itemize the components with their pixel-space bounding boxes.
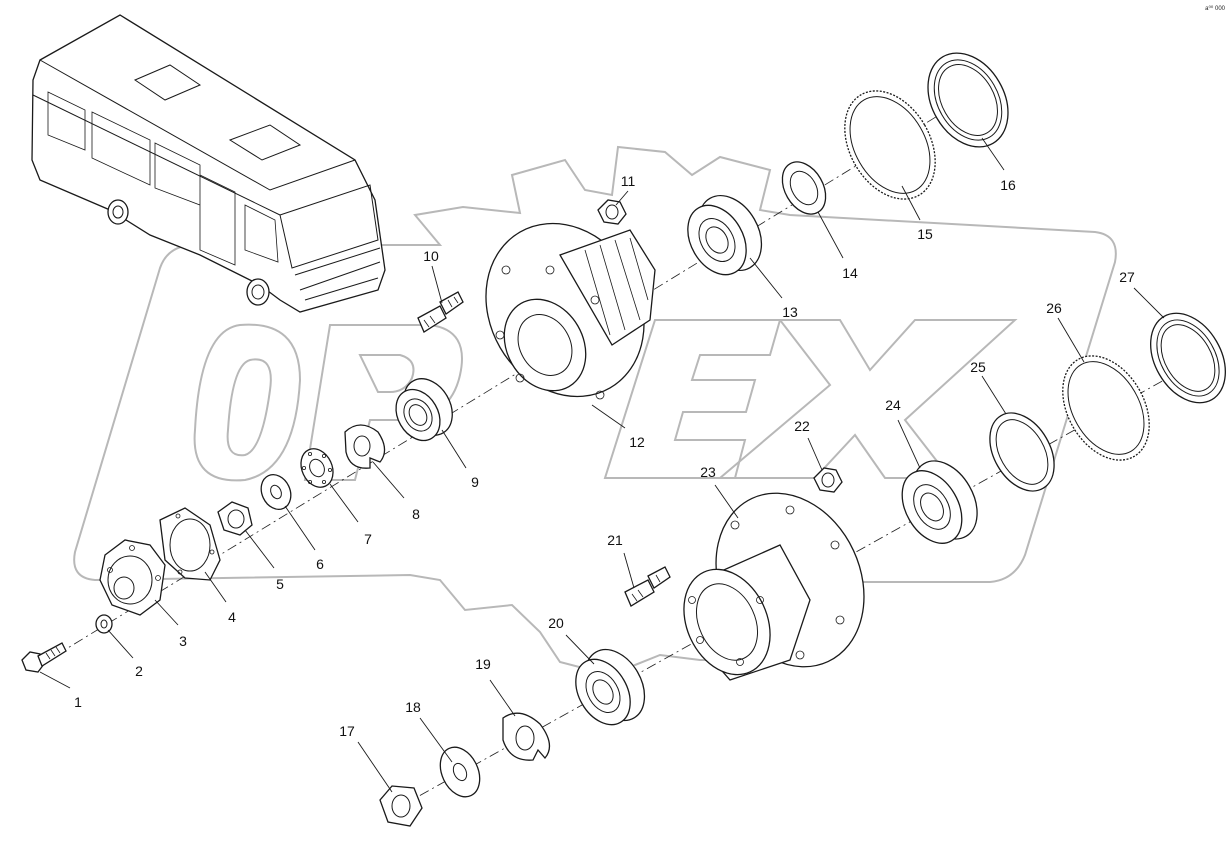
corner-code: a⁰⁰ 000	[1205, 5, 1225, 12]
callout-23: 23	[700, 464, 716, 480]
callout-18: 18	[405, 699, 421, 715]
bus-front-grille	[294, 247, 381, 301]
part-4-gasket	[159, 507, 221, 581]
part-25-seal	[989, 412, 1055, 492]
callout-labels: 1 2 3 4 5 6 7 8 9 10 11 12 13 14 15 16 1…	[74, 173, 1135, 739]
part-15-toothed-ring	[844, 90, 936, 200]
watermark-gear-outline	[73, 145, 1117, 677]
bus-rear-wheel-hub-inner	[112, 205, 124, 219]
bus-body	[31, 14, 386, 313]
part-17-nut	[379, 785, 423, 827]
part-7-lock-washer	[300, 448, 334, 488]
callout-12: 12	[629, 434, 645, 450]
callout-17: 17	[339, 723, 355, 739]
part-27-seal-ring	[1150, 312, 1226, 404]
part-2-washer	[95, 614, 113, 634]
callout-7: 7	[364, 531, 372, 547]
part-14-seal	[781, 161, 827, 215]
part-23-hub	[683, 492, 865, 681]
bus-rear-wheel-hub	[107, 199, 129, 225]
part-5-nut	[217, 501, 253, 536]
callout-10: 10	[423, 248, 439, 264]
callout-14: 14	[842, 265, 858, 281]
part-12-hub	[485, 222, 656, 400]
bus-front-wheel-hub	[246, 278, 270, 306]
part-26-toothed-ring	[1062, 355, 1150, 461]
callout-6: 6	[316, 556, 324, 572]
watermark-letter-o	[193, 323, 302, 482]
watermark-letter-x	[717, 319, 1018, 479]
bus-side-line	[32, 94, 281, 216]
callout-20: 20	[548, 615, 564, 631]
part-11-nut	[597, 199, 627, 225]
leader-lines	[39, 137, 1165, 793]
callout-9: 9	[471, 474, 479, 490]
bus-icon	[31, 14, 386, 313]
bus-windows	[47, 91, 279, 266]
bus-roof-hatch-front	[228, 124, 302, 161]
part-9-bearing	[395, 378, 453, 442]
part-10-stud	[417, 291, 464, 333]
part-18-washer	[439, 746, 481, 798]
callout-22: 22	[794, 418, 810, 434]
part-1-bolt	[21, 642, 67, 673]
callout-2: 2	[135, 663, 143, 679]
callout-3: 3	[179, 633, 187, 649]
bus-front-wheel-hub-inner	[251, 284, 265, 300]
callout-16: 16	[1000, 177, 1016, 193]
part-21-stud	[624, 566, 671, 607]
bus-windscreen	[279, 184, 379, 269]
callout-11: 11	[621, 173, 636, 189]
callout-21: 21	[607, 532, 623, 548]
part-6-washer	[260, 473, 292, 511]
callout-27: 27	[1119, 269, 1135, 285]
callout-24: 24	[885, 397, 901, 413]
part-3-hub-cap	[99, 539, 166, 616]
callout-26: 26	[1046, 300, 1062, 316]
bus-roof-hatch-rear	[133, 64, 202, 101]
part-22-nut	[813, 467, 843, 493]
part-19-tab-washer	[502, 712, 551, 761]
callout-25: 25	[970, 359, 986, 375]
bus-roof-line	[39, 59, 356, 191]
part-8-tab-washer	[344, 424, 386, 469]
callout-1: 1	[74, 694, 82, 710]
part-20-bearing	[575, 648, 646, 726]
callout-8: 8	[412, 506, 420, 522]
part-13-bearing	[687, 194, 763, 276]
callout-5: 5	[276, 576, 284, 592]
callout-15: 15	[917, 226, 933, 242]
part-24-bearing	[901, 460, 978, 544]
part-16-seal-ring	[927, 52, 1009, 148]
callout-19: 19	[475, 656, 491, 672]
callout-13: 13	[782, 304, 798, 320]
callout-4: 4	[228, 609, 236, 625]
